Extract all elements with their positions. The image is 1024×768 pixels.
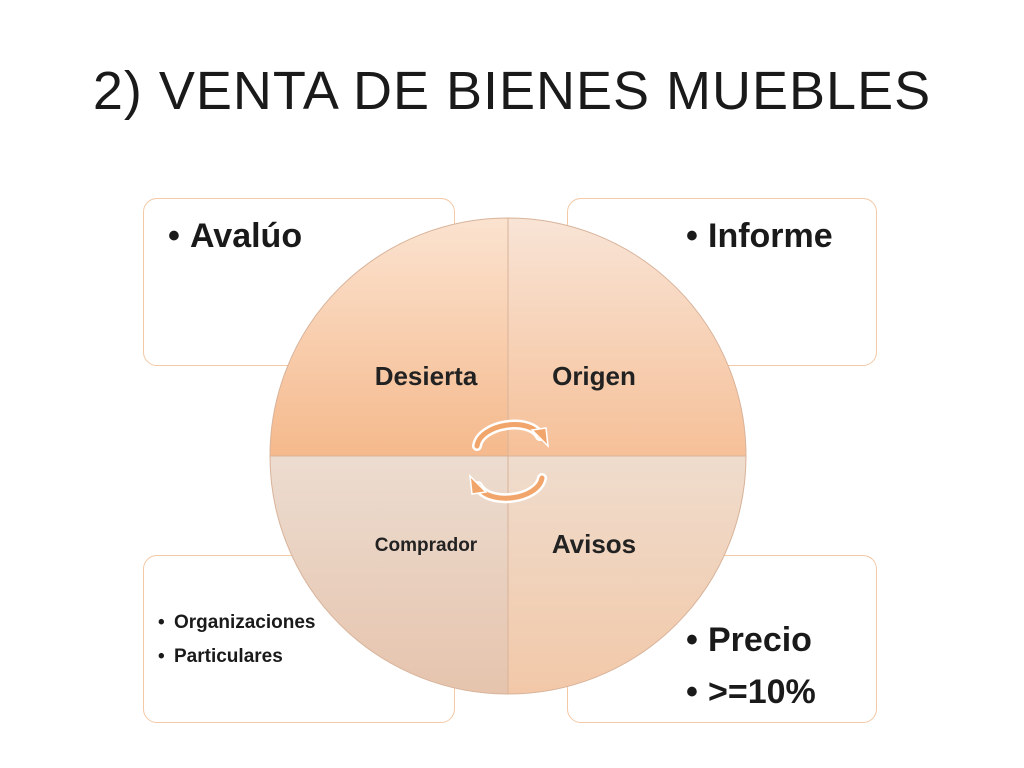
cycle-arrow-icon — [469, 473, 547, 504]
segment-label-desierta: Desierta — [375, 361, 478, 391]
bullet-item: Organizaciones — [158, 606, 315, 640]
quadrant-bottom-right — [507, 455, 747, 695]
bullet-item: Particulares — [158, 640, 316, 674]
bullet-item: Precio — [686, 614, 816, 666]
bullet-item: >=10% — [686, 666, 816, 718]
quadrant-top-right — [507, 217, 747, 457]
bullet-item: Avalúo — [168, 217, 302, 256]
bullet-item: Informe — [686, 217, 833, 256]
slide-title: 2) VENTA DE BIENES MUEBLES — [92, 61, 932, 121]
segment-label-avisos: Avisos — [552, 529, 636, 559]
segment-label-origen: Origen — [552, 361, 636, 391]
quadrant-bottom-left — [269, 455, 509, 695]
segment-label-comprador: Comprador — [375, 535, 478, 556]
cycle-arrow-icon — [472, 419, 549, 451]
quadrant-top-left — [269, 217, 509, 457]
